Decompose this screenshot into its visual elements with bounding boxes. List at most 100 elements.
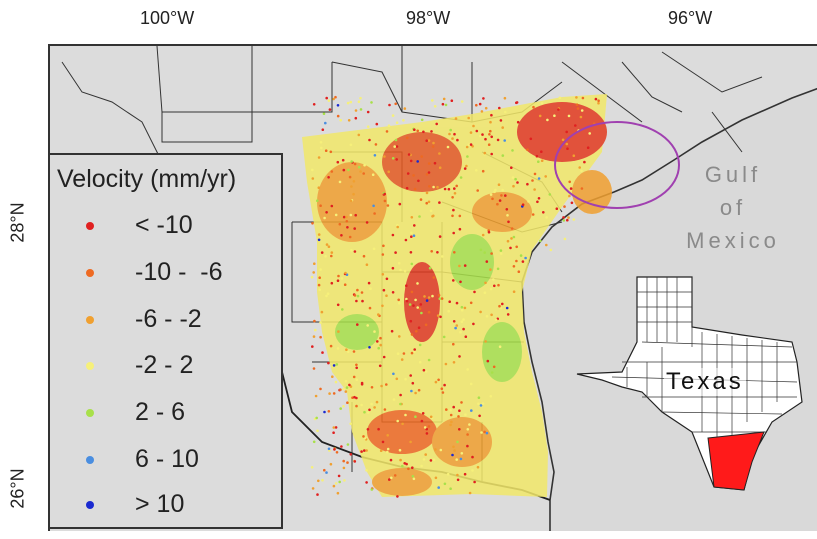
velocity-point: [353, 227, 357, 230]
velocity-point: [414, 298, 417, 302]
velocity-point: [315, 416, 319, 420]
velocity-point: [575, 96, 578, 99]
velocity-point: [311, 487, 315, 490]
velocity-point: [334, 482, 338, 485]
velocity-point: [349, 453, 353, 456]
velocity-point: [354, 213, 358, 217]
velocity-point: [580, 169, 583, 173]
legend-title: Velocity (mm/yr): [57, 165, 237, 193]
velocity-point: [463, 306, 467, 310]
velocity-point: [396, 352, 400, 356]
velocity-point: [383, 192, 387, 196]
velocity-point: [475, 103, 478, 107]
velocity-point: [418, 307, 422, 311]
velocity-point: [427, 425, 431, 428]
velocity-point: [325, 294, 328, 298]
velocity-point: [401, 464, 404, 468]
velocity-point: [328, 392, 331, 395]
velocity-point: [348, 235, 352, 239]
velocity-point: [524, 256, 527, 260]
velocity-point: [394, 102, 398, 106]
velocity-point: [432, 458, 436, 462]
velocity-point: [481, 169, 485, 173]
velocity-point: [356, 323, 359, 326]
gulf-label-line: of: [719, 195, 747, 220]
velocity-point: [545, 216, 548, 219]
velocity-point: [365, 221, 369, 224]
velocity-point: [410, 216, 414, 219]
velocity-point: [540, 159, 544, 162]
legend-dot: [86, 456, 94, 464]
velocity-point: [465, 145, 469, 149]
velocity-point: [421, 412, 425, 415]
velocity-point: [391, 233, 395, 237]
velocity-point: [466, 155, 469, 158]
velocity-point: [386, 450, 389, 454]
velocity-point: [428, 266, 432, 270]
velocity-point: [330, 251, 334, 254]
velocity-point: [478, 102, 482, 106]
velocity-point: [425, 432, 429, 435]
velocity-point: [417, 179, 420, 183]
velocity-point: [334, 213, 338, 217]
velocity-point: [342, 215, 346, 219]
velocity-point: [448, 300, 452, 304]
velocity-point: [504, 110, 507, 114]
velocity-point: [442, 97, 446, 101]
velocity-point: [353, 460, 357, 463]
velocity-point: [432, 276, 436, 279]
velocity-point: [536, 200, 539, 204]
velocity-point: [565, 130, 568, 134]
velocity-point: [368, 408, 371, 412]
velocity-point: [323, 468, 326, 472]
velocity-point: [346, 226, 349, 229]
velocity-point: [383, 199, 387, 203]
velocity-point: [355, 299, 358, 303]
velocity-point: [500, 194, 503, 197]
velocity-point: [337, 274, 340, 278]
velocity-point: [460, 308, 464, 312]
velocity-point: [442, 335, 446, 339]
velocity-point: [398, 202, 402, 206]
velocity-point: [392, 372, 395, 376]
velocity-point: [342, 459, 346, 463]
velocity-point: [578, 166, 581, 169]
velocity-point: [515, 245, 518, 249]
legend-label: -6 - -2: [135, 305, 202, 333]
velocity-point: [419, 303, 423, 306]
velocity-point: [409, 251, 413, 254]
velocity-point: [447, 309, 451, 313]
velocity-point: [467, 143, 471, 147]
velocity-point: [416, 306, 420, 309]
velocity-point: [438, 235, 442, 238]
velocity-point: [356, 294, 360, 298]
velocity-point: [437, 378, 440, 382]
velocity-point: [430, 130, 433, 133]
velocity-point: [429, 459, 433, 462]
velocity-point: [568, 180, 571, 184]
velocity-point: [418, 215, 421, 218]
velocity-point: [438, 152, 441, 155]
velocity-point: [471, 455, 474, 459]
velocity-point: [441, 102, 445, 106]
velocity-point: [327, 176, 330, 179]
velocity-point: [485, 315, 489, 318]
velocity-point: [385, 130, 389, 133]
velocity-point: [363, 410, 366, 414]
velocity-point: [329, 150, 333, 154]
velocity-point: [373, 406, 376, 409]
velocity-point: [463, 167, 467, 170]
velocity-point: [427, 171, 431, 174]
velocity-point: [438, 166, 442, 169]
velocity-point: [311, 345, 314, 348]
velocity-point: [410, 290, 414, 294]
velocity-point: [368, 306, 372, 310]
velocity-point: [332, 484, 336, 488]
velocity-point: [311, 177, 315, 180]
velocity-point: [399, 458, 402, 462]
velocity-point: [320, 310, 324, 314]
velocity-point: [327, 99, 331, 102]
velocity-point: [433, 105, 437, 108]
velocity-point: [463, 472, 467, 476]
velocity-point: [458, 227, 462, 231]
